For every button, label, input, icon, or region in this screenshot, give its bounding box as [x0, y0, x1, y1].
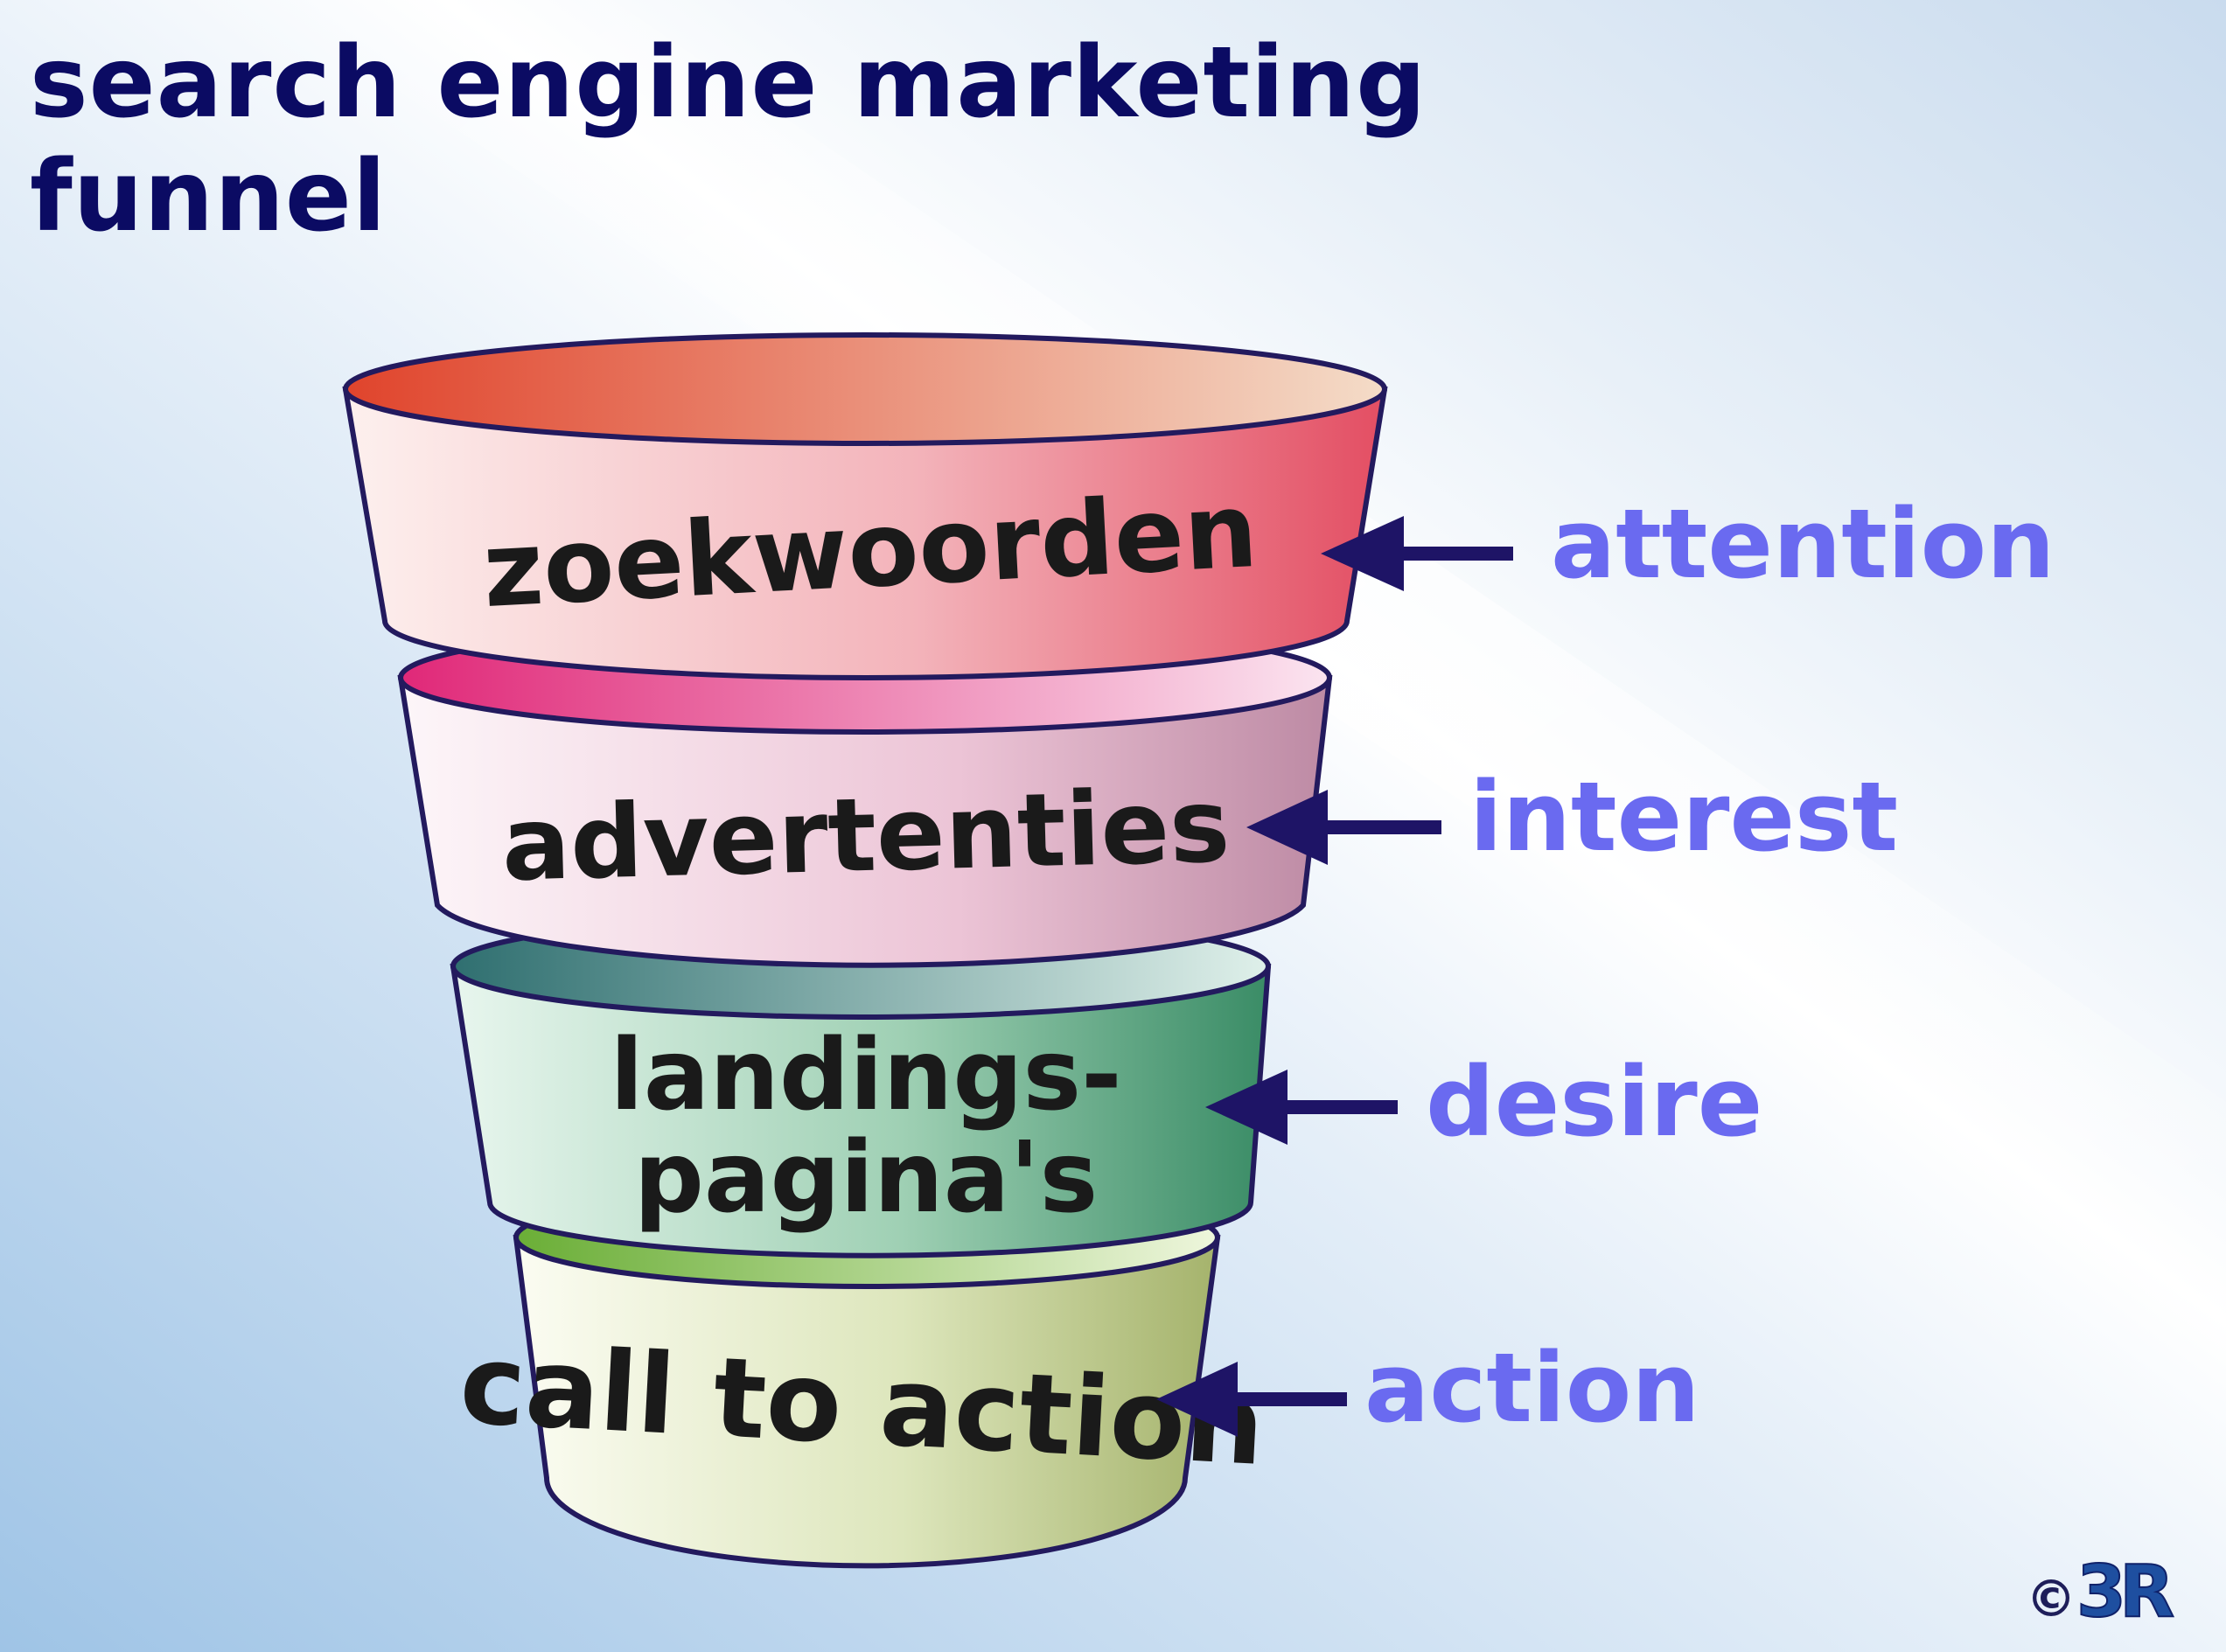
logo-3r: 3R: [2076, 1550, 2181, 1635]
aida-label-interest: interest: [1469, 761, 1898, 873]
arrow-action: [1156, 1362, 1347, 1437]
stage-label-advertenties: advertenties: [500, 767, 1232, 904]
title-line-2: funnel: [30, 140, 387, 254]
copyright-symbol: ©: [2026, 1569, 2076, 1628]
aida-label-action: action: [1364, 1332, 1700, 1444]
stage-label-landingspaginas-2: pagina's: [634, 1121, 1099, 1235]
title-line-1: search engine marketing: [30, 26, 1427, 140]
logo-3r-text: 3R: [2076, 1551, 2174, 1634]
aida-label-attention: attention: [1551, 488, 2055, 600]
arrow-attention: [1321, 516, 1513, 591]
arrow-desire: [1205, 1070, 1398, 1145]
copyright-mark: ©: [2026, 1569, 2076, 1628]
page-title: search engine marketing funnel: [30, 26, 1427, 254]
stage-label-landingspaginas-1: landings-: [610, 1019, 1121, 1133]
arrow-interest: [1246, 790, 1441, 865]
aida-label-desire: desire: [1426, 1046, 1762, 1158]
funnel-stage-zoekwoorden: zoekwoorden: [342, 332, 1388, 680]
